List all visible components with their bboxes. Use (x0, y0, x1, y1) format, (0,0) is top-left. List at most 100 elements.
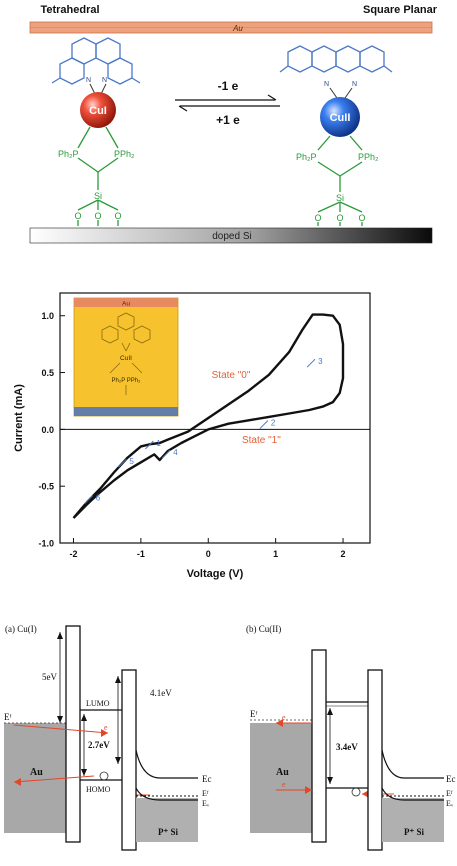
oxidation-label: -1 e (218, 79, 239, 93)
right-si-label: Si (336, 193, 344, 203)
cu2-ev-band (381, 787, 444, 801)
inset-cu-label: CuII (120, 355, 132, 362)
molecular-switch-schematic: Tetrahedral Square Planar Au N N CuI Ph₂… (0, 0, 457, 255)
cu1-psi-label: P⁺ Si (158, 827, 179, 837)
cu2-panel-title: (b) Cu(II) (246, 624, 281, 634)
right-o3-label: O (358, 213, 365, 223)
cu2-barrier-2 (367, 669, 383, 851)
left-phosphine-linker (77, 126, 119, 226)
reduction-label: +1 e (216, 113, 240, 127)
right-n1-label: N (324, 81, 329, 88)
cu1-barrier-2 (121, 669, 137, 851)
x-tick-label: 2 (341, 549, 346, 559)
cu1-offset-label: 4.1eV (150, 688, 172, 698)
sweep-arrow (84, 495, 94, 504)
cu2-electron-label-1: e (282, 713, 286, 722)
x-tick-label: -1 (137, 549, 145, 559)
left-phenanthroline (51, 37, 141, 85)
right-pph2-label: PPh₂ (358, 152, 379, 162)
cu1-ec-label: Ec (202, 774, 212, 784)
cu2-label: CuII (330, 112, 351, 124)
y-tick-label: 1.0 (41, 311, 54, 321)
sweep-number: 4 (173, 448, 178, 457)
x-tick-label: 0 (206, 549, 211, 559)
cu1-lumo-label: LUMO (86, 699, 110, 708)
right-o2-label: O (336, 213, 343, 223)
right-n2-label: N (352, 81, 357, 88)
cu2-ec-band (381, 749, 444, 779)
iv-x-axis-label: Voltage (V) (187, 568, 244, 580)
iv-curve (72, 313, 345, 519)
cu1-label: CuI (89, 105, 107, 117)
schematic-svg: Tetrahedral Square Planar Au N N CuI Ph₂… (29, 4, 438, 244)
y-tick-label: -0.5 (38, 482, 54, 492)
left-pph2-label: PPh₂ (114, 149, 135, 159)
right-ph2p-label: Ph₂P (296, 152, 317, 162)
sweep-number: 2 (271, 419, 276, 428)
sweep-arrow (259, 420, 269, 429)
cu2-gap-label: 3.4eV (336, 742, 358, 752)
left-o3-label: O (114, 211, 121, 221)
right-phosphine-linker (317, 135, 363, 226)
iv-y-axis-label: Current (mA) (13, 384, 25, 452)
cu2-ev-label: Eᵥ (446, 799, 454, 808)
inset-au-bar (74, 298, 178, 307)
cu1-ef-right-label: Eᶠ (202, 789, 209, 798)
sweep-number: 5 (129, 457, 134, 466)
cu2-ec-label: Ec (446, 774, 456, 784)
cu1-ev-band (135, 787, 198, 801)
doped-si-substrate (29, 227, 433, 244)
cu1-vacuum-gap-label: 5eV (42, 672, 57, 682)
redox-equilibrium-arrows (175, 94, 280, 112)
x-tick-label: -2 (69, 549, 77, 559)
sweep-number: 6 (96, 494, 101, 503)
cu1-gap-label: 2.7eV (88, 740, 110, 750)
cu1-ef-left-label: Eᶠ (4, 712, 11, 722)
inset-ligand-label: Ph₂P PPh₂ (112, 378, 142, 384)
cu1-au-metal (4, 723, 66, 833)
cu1-au-label: Au (30, 767, 43, 778)
sweep-arrow (118, 458, 127, 468)
cu1-electron-label-1: e (104, 723, 108, 732)
band-diagram-cu1: (a) Cu(I) Au Eᶠ 5eV LUMO HOMO 2.7eV e e (4, 624, 212, 851)
doped-si-label: doped Si (212, 231, 251, 242)
band-diagrams: (a) Cu(I) Au Eᶠ 5eV LUMO HOMO 2.7eV e e (0, 610, 457, 861)
au-electrode-label: Au (232, 24, 243, 33)
cu2-au-label: Au (276, 767, 289, 778)
inset-molecule (101, 312, 151, 395)
right-phenanthroline (279, 45, 393, 73)
cu2-barrier-1 (311, 649, 327, 843)
cu1-hole-icon (99, 771, 109, 781)
cu1-ec-band (135, 749, 198, 779)
cu1-panel-title: (a) Cu(I) (5, 624, 37, 634)
sweep-arrow (144, 440, 154, 450)
right-o1-label: O (314, 213, 321, 223)
cu2-sphere (320, 97, 360, 137)
y-tick-label: -1.0 (38, 539, 54, 549)
cu1-barrier-1 (65, 625, 81, 843)
cu2-ef-right-label: Eᶠ (446, 789, 453, 798)
iv-inset: Au CuII Ph₂P PPh₂ (73, 297, 179, 417)
left-o2-label: O (94, 211, 101, 221)
tetrahedral-heading: Tetrahedral (40, 4, 99, 16)
band-diagrams-svg: (a) Cu(I) Au Eᶠ 5eV LUMO HOMO 2.7eV e e (4, 624, 456, 851)
iv-curve-group (72, 313, 345, 519)
left-n2-label: N (102, 77, 107, 84)
cu2-hole-icon (351, 787, 361, 797)
y-tick-label: 0.0 (41, 425, 54, 435)
left-si-label: Si (94, 191, 102, 201)
cu2-psi-block (382, 798, 444, 842)
cu2-psi-label: P⁺ Si (404, 827, 425, 837)
cu1-sphere (80, 92, 116, 128)
cu1-homo-label: HOMO (86, 785, 111, 794)
left-ph2p-label: Ph₂P (58, 149, 79, 159)
cu2-electron-label-2: e (282, 780, 286, 789)
cu2-au-metal (250, 723, 312, 833)
cu1-psi-block (136, 798, 198, 842)
cu1-ev-label: Eᵥ (202, 799, 210, 808)
left-n1-label: N (86, 77, 91, 84)
sweep-arrow (306, 358, 316, 368)
